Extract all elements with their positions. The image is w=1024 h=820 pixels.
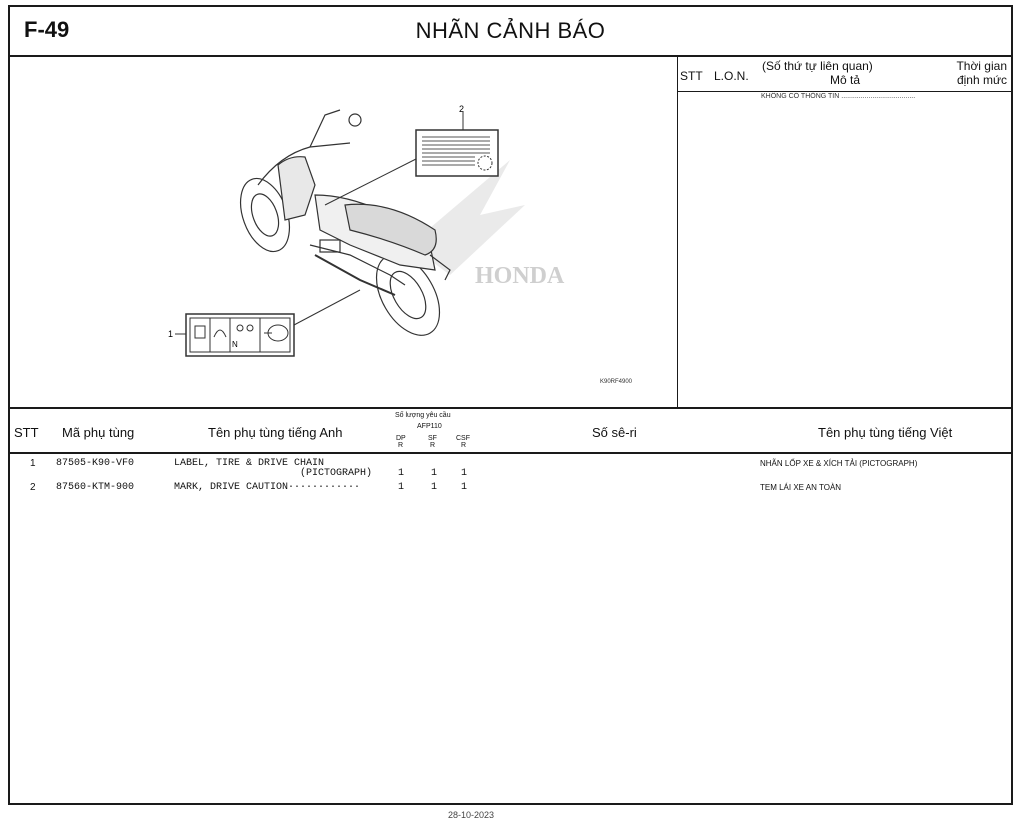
parts-illustration: HONDA 2	[10, 55, 678, 407]
caution-label-diagram: 2	[324, 104, 499, 206]
parts-table-header: STT Mã phụ tùng Tên phụ tùng tiếng Anh S…	[10, 407, 1011, 454]
th-col3-b: R	[461, 442, 467, 449]
th-col2-a: SF	[428, 435, 437, 442]
row-qty-3: 1	[461, 468, 468, 479]
row-part-no: 87505-K90-VF0	[56, 458, 135, 469]
th-name-vi: Tên phụ tùng tiếng Việt	[818, 425, 953, 440]
row-qty-3: 1	[461, 482, 468, 493]
diagram-ref-code: K90RF4900	[600, 379, 633, 385]
motorcycle-diagram: HONDA 2	[168, 104, 565, 357]
tire-chain-label-diagram: 1 N	[168, 289, 361, 357]
callout-2: 2	[459, 104, 464, 114]
row-name-vi: TEM LÁI XE AN TOÀN	[760, 483, 842, 492]
row-qty-2: 1	[431, 468, 438, 479]
row-qty-1: 1	[398, 468, 405, 479]
th-model: AFP110	[417, 423, 442, 430]
catalog-page: F-49 NHÃN CẢNH BÁO HONDA	[8, 5, 1013, 805]
table-row-continued: (PICTOGRAPH) 1 1 1	[10, 468, 1011, 482]
th-stt: STT	[14, 425, 39, 440]
honda-watermark	[410, 160, 525, 275]
row-name-en-cont: (PICTOGRAPH)	[300, 468, 373, 479]
footer-date: 28-10-2023	[448, 810, 495, 820]
labor-time-header: STT L.O.N. (Số thứ tự liên quan) Mô tả T…	[678, 55, 1011, 92]
watermark-text: HONDA	[475, 263, 565, 289]
no-info-note: KHÔNG CÓ THÔNG TIN .....................…	[761, 93, 916, 100]
row-part-no: 87560-KTM-900	[56, 482, 135, 493]
col-lon-header: L.O.N.	[714, 69, 749, 83]
col-time-header-1: Thời gian	[956, 59, 1007, 73]
labor-time-panel: STT L.O.N. (Số thứ tự liên quan) Mô tả T…	[678, 55, 1011, 407]
row-stt: 1	[30, 458, 36, 469]
page-title: NHÃN CẢNH BÁO	[415, 18, 606, 43]
col-stt-header: STT	[680, 69, 703, 83]
col-time-header-2: định mức	[956, 73, 1007, 87]
table-row: 2 87560-KTM-900 MARK, DRIVE CAUTION·····…	[10, 482, 1011, 496]
page-code: F-49	[24, 17, 70, 42]
row-stt: 2	[30, 482, 36, 493]
row-qty-1: 1	[398, 482, 405, 493]
th-col1-a: DP	[396, 435, 406, 442]
col-desc-header: Mô tả	[830, 73, 861, 87]
callout-1: 1	[168, 329, 173, 339]
th-name-en: Tên phụ tùng tiếng Anh	[208, 425, 343, 440]
row-name-en: MARK, DRIVE CAUTION············	[174, 482, 361, 493]
th-col1-b: R	[398, 442, 404, 449]
row-name-en: LABEL, TIRE & DRIVE CHAIN	[174, 458, 325, 469]
col-related-header: (Số thứ tự liên quan)	[762, 59, 873, 73]
th-qty: Số lượng yêu cầu	[395, 412, 451, 419]
motorcycle-drawing	[239, 109, 451, 336]
page-header: F-49 NHÃN CẢNH BÁO	[10, 7, 1011, 57]
row-name-vi: NHÃN LỐP XE & XÍCH TẢI (PICTOGRAPH)	[760, 459, 918, 468]
row-qty-2: 1	[431, 482, 438, 493]
th-col3-a: CSF	[456, 435, 470, 442]
th-serial: Số sê-ri	[592, 425, 637, 440]
th-part-no: Mã phụ tùng	[62, 425, 135, 440]
th-col2-b: R	[430, 442, 436, 449]
label-glyph: N	[232, 340, 238, 349]
table-row: 1 87505-K90-VF0 LABEL, TIRE & DRIVE CHAI…	[10, 458, 1011, 472]
